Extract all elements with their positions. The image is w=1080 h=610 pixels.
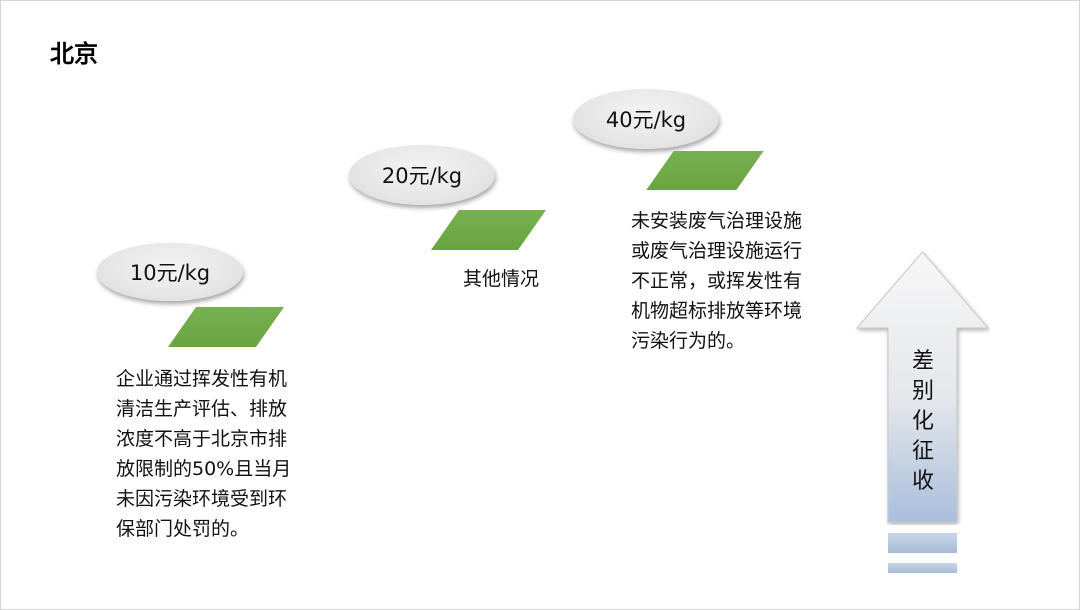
slide-title: 北京 bbox=[50, 40, 98, 68]
price-badge-tier-1: 10元/kg bbox=[97, 243, 243, 301]
tier-2-description: 其他情况 bbox=[463, 268, 540, 290]
price-label: 20元/kg bbox=[381, 164, 463, 188]
arrow-label: 差 别 化 征 收 bbox=[911, 349, 934, 494]
price-badge-tier-2: 20元/kg bbox=[349, 145, 495, 205]
price-label: 40元/kg bbox=[605, 108, 687, 132]
up-arrow-icon bbox=[855, 251, 990, 523]
tier-1-description: 企业通过挥发性有机 清洁生产评估、排放 浓度不高于北京市排 放限制的50%且当月… bbox=[116, 368, 292, 540]
price-label: 10元/kg bbox=[129, 261, 211, 285]
price-badge-tier-3: 40元/kg bbox=[573, 89, 719, 149]
arrow-base-bar bbox=[888, 533, 957, 553]
arrow-base-bar bbox=[888, 563, 957, 573]
tier-3-description: 未安装废气治理设施 或废气治理设施运行 不正常，或挥发性有 机物超标排放等环境 … bbox=[631, 210, 803, 352]
